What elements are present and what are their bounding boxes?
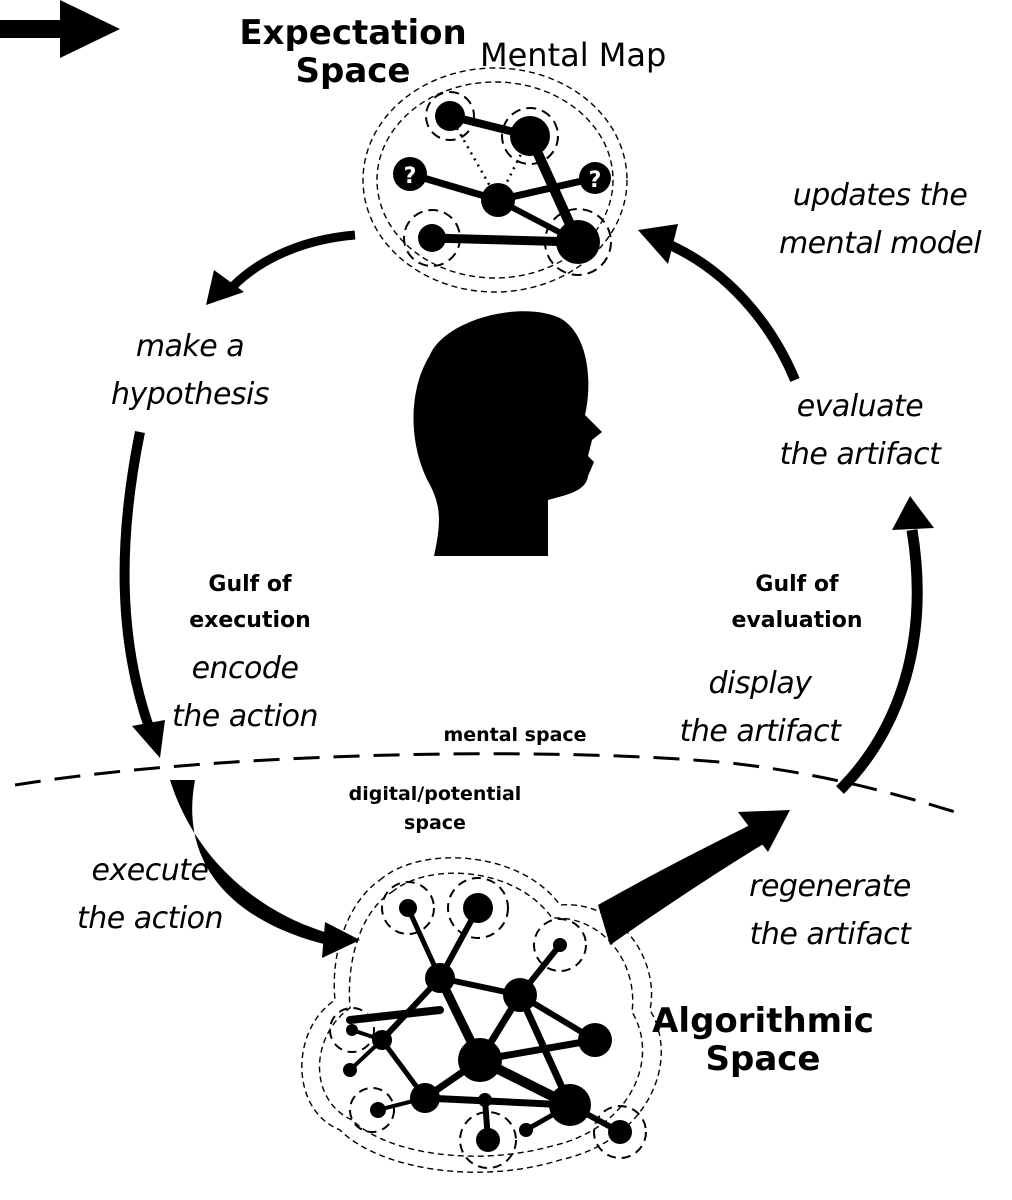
question-mark-right: ? <box>589 168 602 193</box>
arrow-hypothesis-to-encode <box>119 431 155 732</box>
mental-space-label: mental space <box>443 724 587 746</box>
make-hypothesis-label: make a hypothesis <box>111 329 270 412</box>
arrow-display-to-evaluate <box>836 529 923 794</box>
expectation-space-title: Expectation Space <box>239 13 467 91</box>
mental-map-label: Mental Map <box>480 36 667 74</box>
execute-action-label: execute the action <box>76 853 224 936</box>
evaluate-artifact-label: evaluate the artifact <box>779 389 941 472</box>
digital-space-label: digital/potential space <box>348 783 522 834</box>
gulf-evaluation-label: Gulf of evaluation <box>731 572 863 633</box>
arrow-to-hypothesis <box>221 230 356 298</box>
algorithmic-space-title: Algorithmic Space <box>652 1001 874 1079</box>
question-node-left <box>393 157 427 191</box>
gulf-execution-label: Gulf of execution <box>189 572 311 633</box>
encode-action-label: encode the action <box>171 651 319 734</box>
updates-model-label: updates the mental model <box>778 178 982 261</box>
head-icon <box>413 311 602 556</box>
regenerate-artifact-label: regenerate the artifact <box>749 869 911 952</box>
question-node-right <box>579 162 611 194</box>
corner-arrow-icon <box>0 0 120 58</box>
mental-map-graph: ? ? <box>362 67 628 293</box>
display-artifact-label: display the artifact <box>679 666 841 749</box>
algorithmic-graph <box>301 857 662 1173</box>
arrow-execute <box>170 780 335 946</box>
arrow-regenerate <box>598 820 770 945</box>
mental-digital-boundary <box>14 752 956 814</box>
question-mark-left: ? <box>404 164 417 189</box>
arrow-evaluate-to-model <box>667 240 800 382</box>
